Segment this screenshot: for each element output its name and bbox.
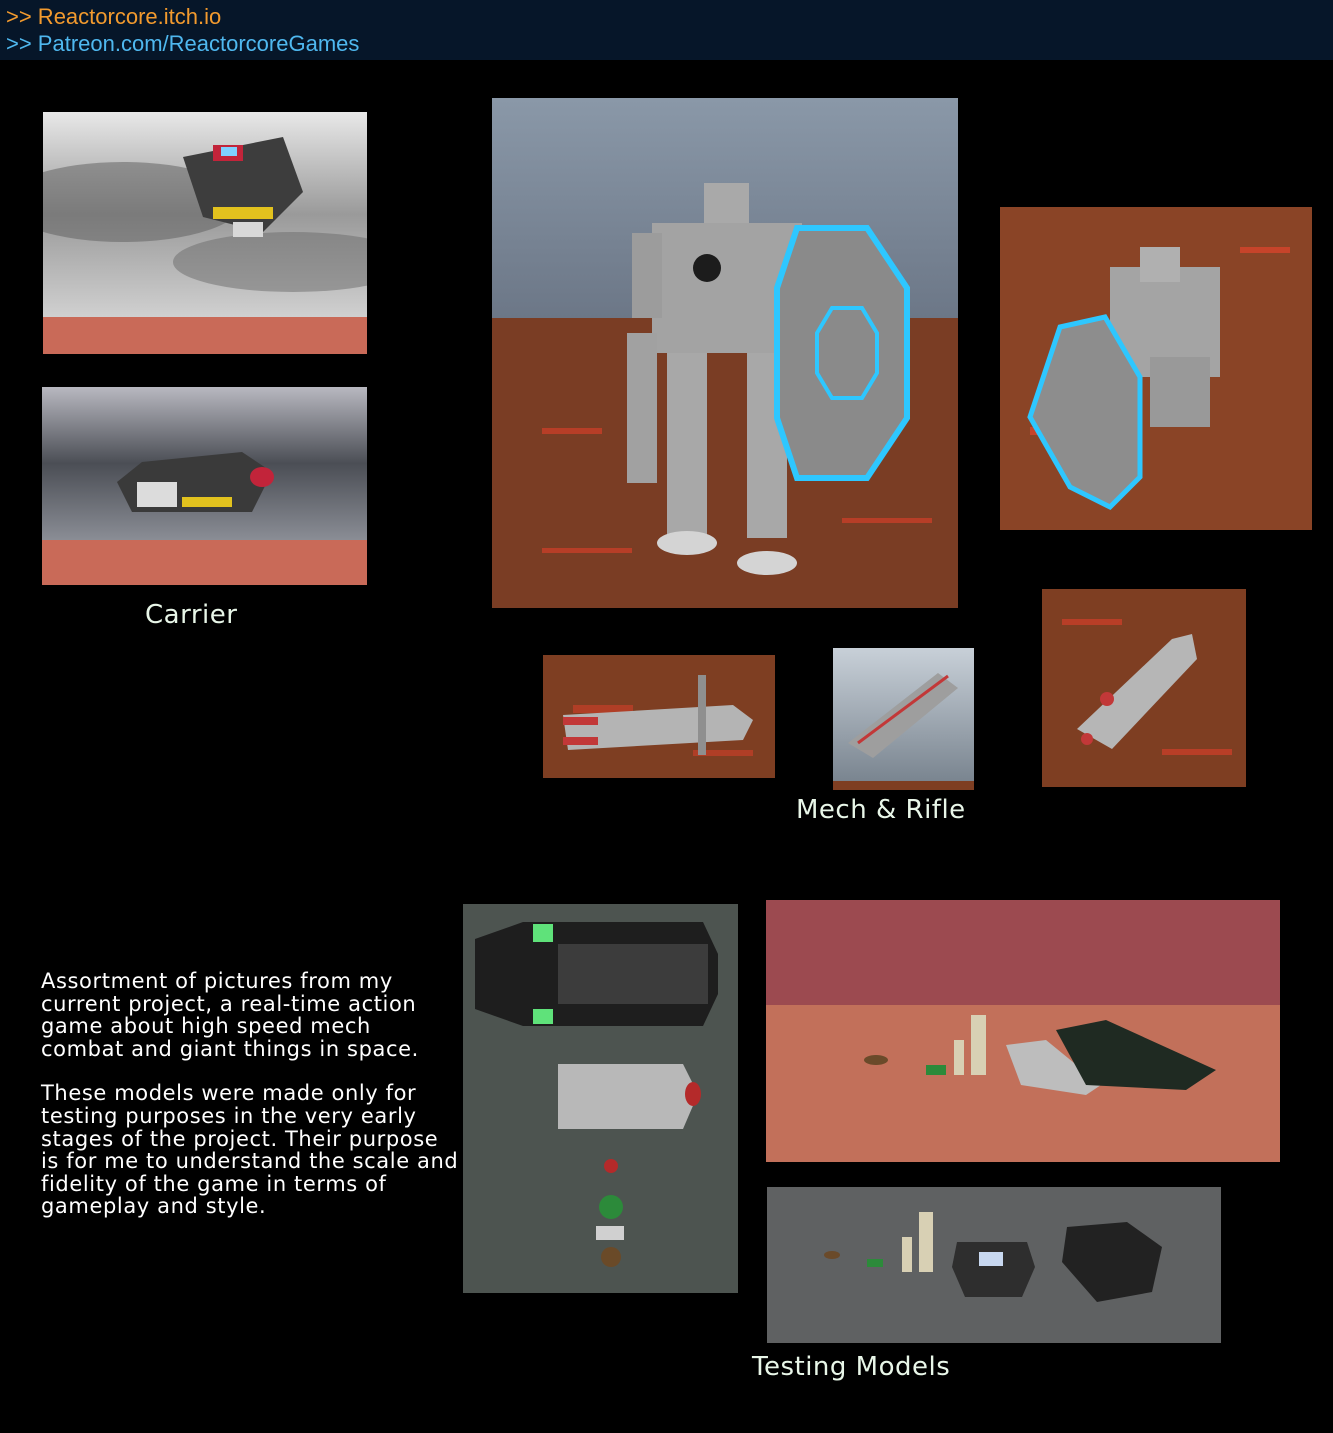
carrier-render-1 [43,112,367,354]
rifle-render-2 [833,648,974,790]
testing-models-lineup [767,1187,1221,1343]
mech-caption: Mech & Rifle [796,795,966,825]
project-description: Assortment of pictures from my current p… [41,970,461,1240]
description-paragraph-1: Assortment of pictures from my current p… [41,969,419,1061]
rifle-render-3 [1042,589,1246,787]
carrier-caption: Carrier [145,600,238,630]
rifle-render-1 [543,655,775,778]
description-paragraph-2: These models were made only for testing … [41,1081,459,1219]
mech-render-topdown [1000,207,1312,530]
itch-link[interactable]: >> Reactorcore.itch.io [6,4,222,29]
testing-caption: Testing Models [752,1352,951,1382]
carrier-render-2 [42,387,367,585]
testing-models-scene [766,900,1280,1162]
patreon-link[interactable]: >> Patreon.com/ReactorcoreGames [6,31,360,56]
header-bar: >> Reactorcore.itch.io >> Patreon.com/Re… [0,0,1333,60]
testing-models-topdown [463,904,738,1293]
mech-render-main [492,98,958,608]
